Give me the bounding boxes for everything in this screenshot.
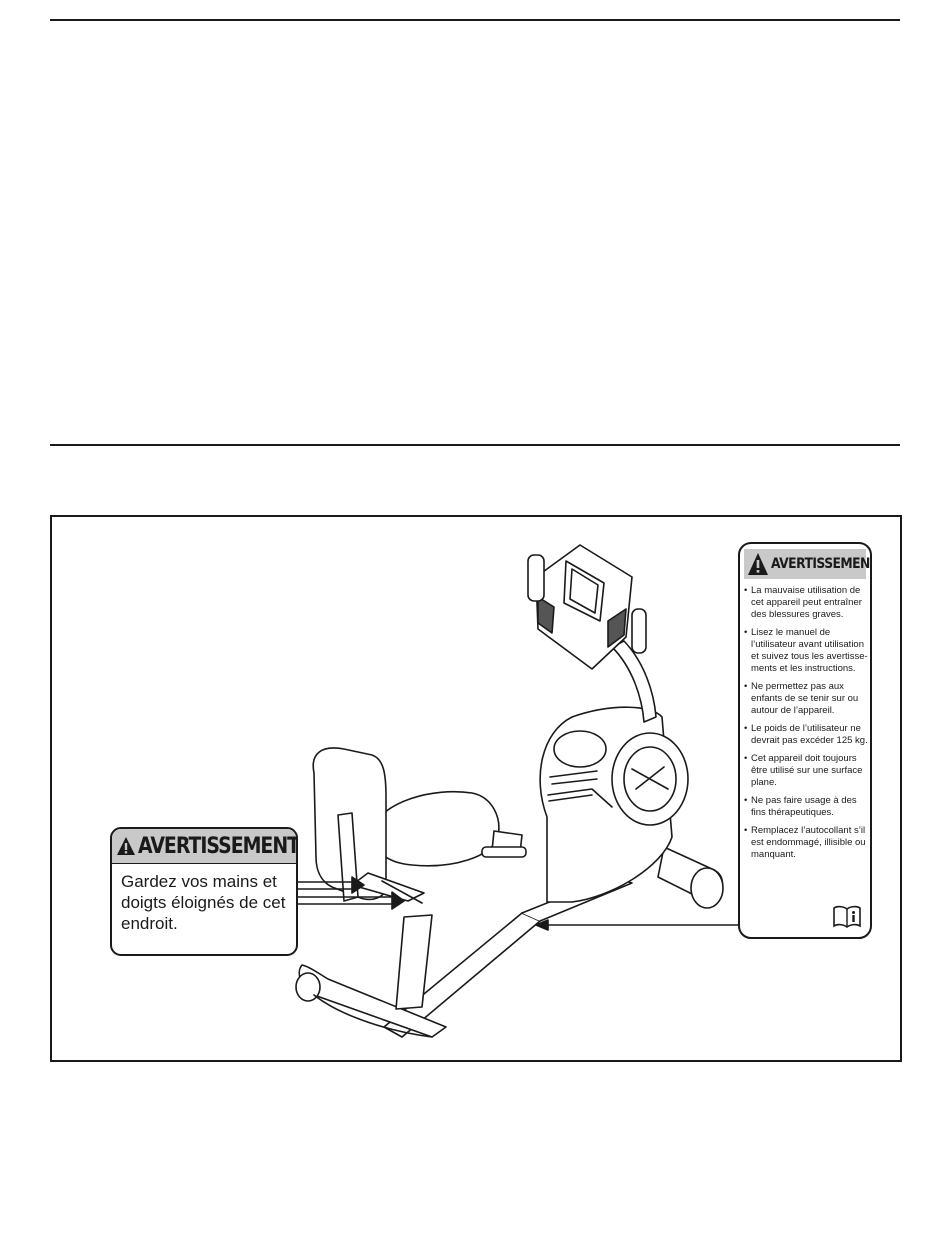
decal-heading: AVERTISSEMENT	[771, 556, 872, 572]
warning-triangle-icon	[748, 553, 768, 575]
top-rule	[50, 19, 900, 21]
warning-item: Remplacez l’autocollant s’il est endomma…	[744, 825, 868, 861]
warning-item: La mauvaise utilisation de cet appareil …	[744, 585, 868, 621]
warning-item: Ne pas faire usage à des fins thérapeuti…	[744, 795, 868, 819]
middle-rule	[50, 444, 900, 446]
warning-triangle-icon	[117, 837, 135, 855]
decal-heading: AVERTISSEMENT	[138, 833, 298, 859]
read-manual-icon	[833, 905, 861, 928]
warning-item: Cet appareil doit toujours être utilisé …	[744, 753, 868, 789]
exercise-bike-illustration	[293, 544, 739, 1038]
decal-body-text: Gardez vos mains et doigts éloignés de c…	[121, 872, 286, 933]
warning-item: Lisez le manuel de l’utilisateur avant u…	[744, 627, 868, 675]
warning-item: Ne permettez pas aux enfants de se tenir…	[744, 681, 868, 717]
safety-warning-decal: AVERTISSEMENT La mauvaise utilisation de…	[738, 542, 872, 939]
warning-decal-figure: AVERTISSEMENT Gardez vos mains et doigts…	[50, 515, 902, 1062]
decal-header: AVERTISSEMENT	[112, 829, 296, 864]
warning-list: La mauvaise utilisation de cet appareil …	[740, 585, 870, 861]
warning-item: Le poids de l’utilisateur ne devrait pas…	[744, 723, 868, 747]
hand-warning-decal: AVERTISSEMENT Gardez vos mains et doigts…	[110, 827, 298, 956]
decal-header: AVERTISSEMENT	[744, 549, 870, 579]
